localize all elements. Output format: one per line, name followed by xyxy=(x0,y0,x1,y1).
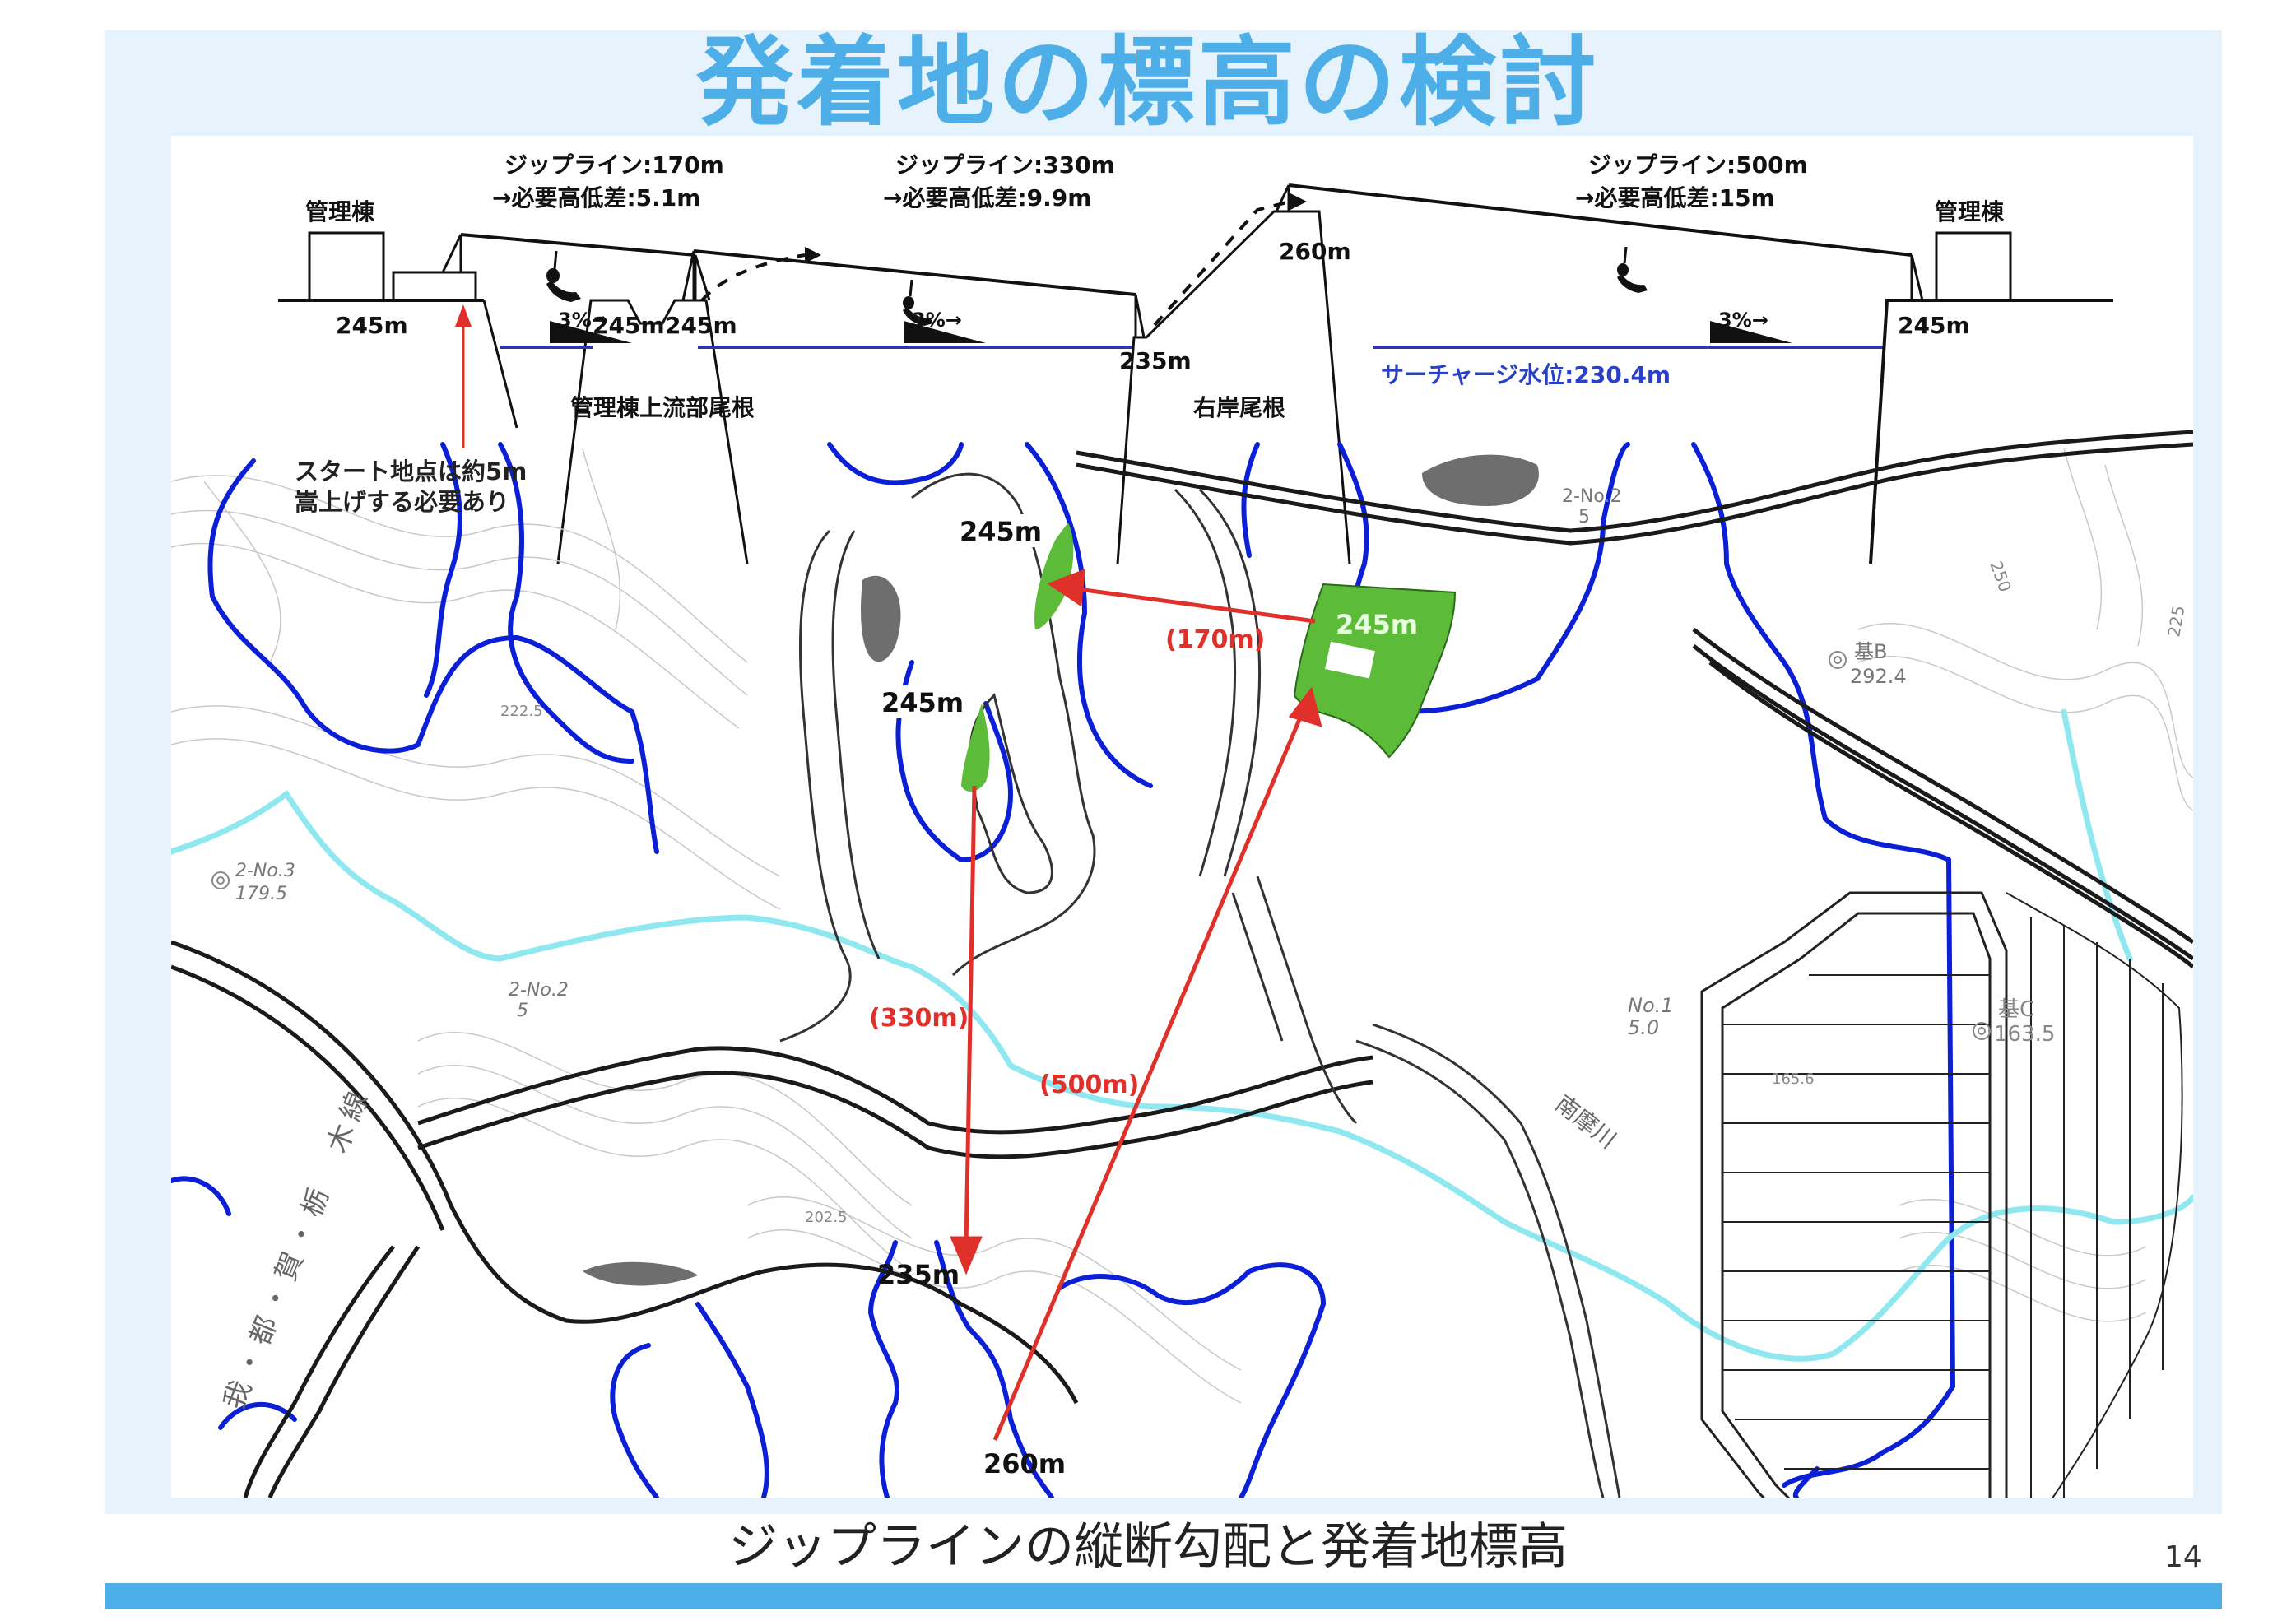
no2-left-value: 5 xyxy=(517,1001,528,1021)
ridge-upstream-label: 管理棟上流部尾根 xyxy=(570,394,755,421)
left-building-icon xyxy=(308,231,385,302)
route-500-label: (500m) xyxy=(1039,1071,1139,1099)
benchmark-c-value: 163.5 xyxy=(1994,1022,2055,1047)
spot-height-b: 202.5 xyxy=(805,1209,848,1226)
river-name-label: 南摩川 xyxy=(1550,1090,1622,1154)
grade-label-1: 3%→ xyxy=(558,309,608,332)
high-site-elevation: 260m xyxy=(983,1448,1066,1479)
grade-triangle-icon xyxy=(904,321,986,343)
grade-label-3: 3%→ xyxy=(1718,309,1768,332)
segment-1-length: ジップライン:170m xyxy=(504,151,724,179)
no1-value: 5.0 xyxy=(1628,1016,1659,1039)
no1-name: No.1 xyxy=(1628,994,1674,1017)
no2-top-name: 2-No.2 xyxy=(1562,486,1621,507)
route-330-arrowhead-icon xyxy=(950,1236,983,1275)
site-b-elevation: 245m xyxy=(881,687,964,718)
elev-start: 245m xyxy=(336,312,408,339)
no3-value: 179.5 xyxy=(235,884,287,904)
river-line xyxy=(171,708,2193,1362)
road-name-label: 我・都・賀・栃 木線 xyxy=(217,1081,377,1414)
start-note-line-2: 嵩上げする必要あり xyxy=(295,488,509,516)
route-500 xyxy=(992,711,1305,1441)
benchmark-b-name: 基B xyxy=(1854,640,1887,663)
figure: 管理棟 管理棟 ジップライン:170m →必要高低差:5.1m ジップライン:3… xyxy=(171,136,2193,1498)
rider-icon xyxy=(546,250,581,302)
site-a-area xyxy=(1034,523,1074,629)
route-170-label: (170m) xyxy=(1165,625,1265,654)
rider-icon xyxy=(1617,246,1648,293)
grade-triangle-icon xyxy=(1710,321,1792,343)
water-level-label: サーチャージ水位:230.4m xyxy=(1381,361,1671,388)
grade-label-2: 3%→ xyxy=(912,309,962,332)
green-sites xyxy=(961,523,1457,792)
grade-triangle-icon xyxy=(550,321,632,343)
no2-top-value: 5 xyxy=(1578,507,1590,527)
main-site-area xyxy=(1293,583,1457,759)
footer-bar xyxy=(105,1583,2222,1609)
route-500-arrowhead-icon xyxy=(1288,686,1322,727)
right-building-icon xyxy=(1935,231,2012,302)
zipline-1 xyxy=(460,233,696,257)
segment-1-drop: →必要高低差:5.1m xyxy=(492,184,700,211)
contour-label-a: 250 xyxy=(1986,559,2015,595)
spot-height-c: 165.6 xyxy=(1772,1071,1815,1088)
benchmark-b-value: 292.4 xyxy=(1850,665,1907,688)
spot-height-a: 222.5 xyxy=(500,703,543,720)
dam-structure xyxy=(1700,891,2183,1498)
route-170-arrowhead-icon xyxy=(1047,569,1085,607)
elev-high: 260m xyxy=(1279,238,1351,265)
start-note-line-1: スタート地点は約5m xyxy=(295,458,527,485)
zipline-routes xyxy=(950,569,1322,1441)
start-platform-icon xyxy=(392,271,477,302)
benchmark-c-name: 基C xyxy=(1998,997,2034,1022)
slide-caption: ジップラインの縦断勾配と発着地標高 xyxy=(728,1518,1568,1576)
plan-map xyxy=(171,430,2193,1498)
site-a-elevation: 245m xyxy=(960,516,1042,547)
elev-ridge1-left: 245m xyxy=(593,312,665,339)
contour-label-b: 225 xyxy=(2164,604,2188,639)
start-arrow-icon xyxy=(455,304,472,327)
route-330 xyxy=(964,785,977,1247)
left-building-label: 管理棟 xyxy=(305,198,375,225)
ridge-right-bank-label: 右岸尾根 xyxy=(1193,394,1285,421)
main-site-building-icon xyxy=(1325,641,1375,679)
slide-title: 発着地の標高の検討 xyxy=(695,26,1600,139)
segment-3-drop: →必要高低差:15m xyxy=(1575,184,1775,211)
elev-end: 245m xyxy=(1898,312,1970,339)
elev-ridge1-right: 245m xyxy=(665,312,737,339)
elev-low: 235m xyxy=(1119,347,1192,374)
segment-2-length: ジップライン:330m xyxy=(895,151,1115,179)
route-170 xyxy=(1071,586,1316,624)
profile-diagram: 管理棟 管理棟 ジップライン:170m →必要高低差:5.1m ジップライン:3… xyxy=(278,151,2113,564)
route-330-label: (330m) xyxy=(869,1004,969,1033)
contour-230-line xyxy=(207,458,659,854)
main-site-elevation: 245m xyxy=(1336,609,1418,640)
segment-2-drop: →必要高低差:9.9m xyxy=(883,184,1091,211)
zipline-3 xyxy=(1288,183,1913,257)
segment-3-length: ジップライン:500m xyxy=(1588,151,1808,179)
no2-left-name: 2-No.2 xyxy=(509,980,569,1001)
low-site-elevation: 235m xyxy=(877,1259,960,1290)
arrow-icon xyxy=(805,247,821,263)
rider-icon xyxy=(903,279,933,326)
right-building-label: 管理棟 xyxy=(1935,198,2005,225)
page-number: 14 xyxy=(2164,1540,2202,1574)
zipline-2 xyxy=(693,249,1136,296)
arrow-icon xyxy=(1290,193,1307,210)
no3-name: 2-No.3 xyxy=(235,861,295,881)
site-b-area xyxy=(961,704,990,792)
